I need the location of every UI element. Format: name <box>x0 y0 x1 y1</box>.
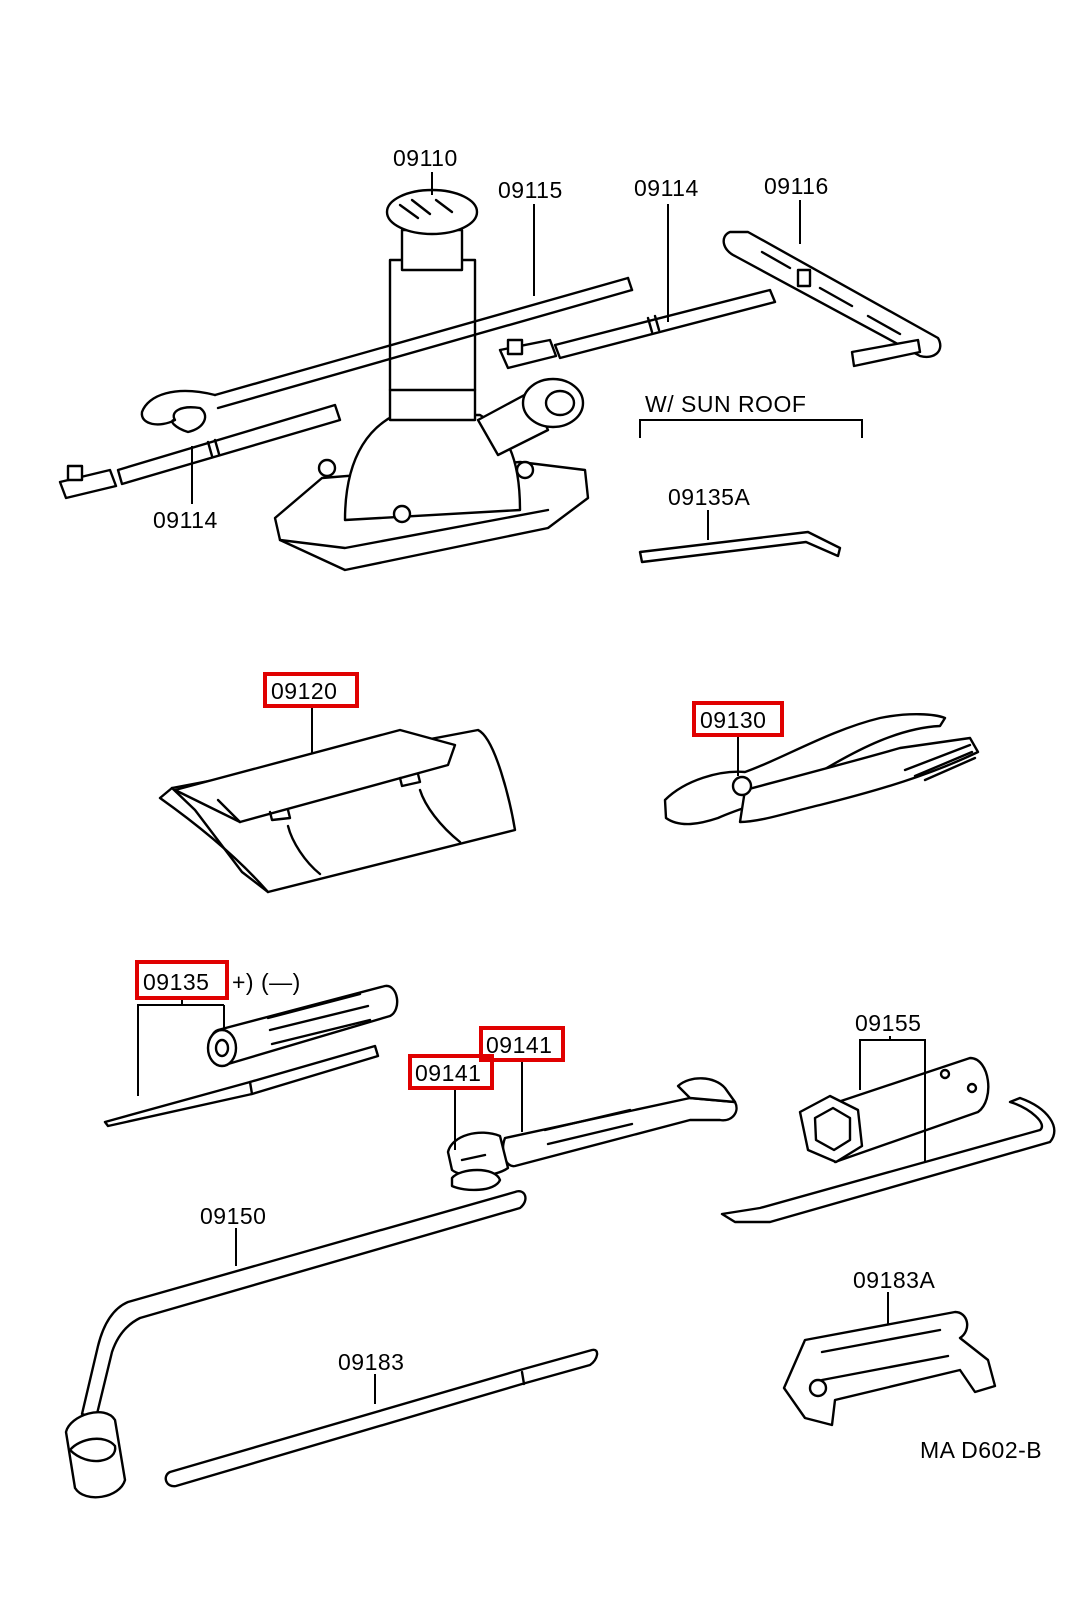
label-extension-bar-lower: 09114 <box>153 507 218 533</box>
label-tool-bag[interactable]: 09120 <box>271 678 337 704</box>
highlight-box-pliers <box>692 701 784 737</box>
label-wrench-lower[interactable]: 09141 <box>415 1060 481 1086</box>
label-plug-wrench: 09155 <box>855 1010 921 1036</box>
hub-tool-drawing[interactable] <box>782 1310 997 1427</box>
sunroof-bracket <box>639 419 863 438</box>
extension-bar-lower-drawing[interactable] <box>58 403 342 500</box>
wheel-nut-wrench-drawing[interactable] <box>64 1190 527 1499</box>
jack-drawing[interactable] <box>273 188 590 572</box>
label-wrench-upper[interactable]: 09141 <box>486 1032 552 1058</box>
label-variant: W/ SUN ROOF <box>645 391 806 417</box>
sunroof-tool-drawing[interactable] <box>638 530 842 564</box>
tire-lever-drawing[interactable] <box>164 1348 599 1488</box>
highlight-box-tool-bag <box>263 672 359 708</box>
highlight-box-wrench-upper <box>479 1026 565 1062</box>
label-extension-bar-upper: 09114 <box>634 175 699 201</box>
plug-wrench-drawing[interactable] <box>720 1056 1056 1224</box>
diagram-code: MA D602-B <box>920 1437 1042 1463</box>
wrench-drawing[interactable] <box>446 1077 738 1192</box>
jack-handle-drawing[interactable] <box>722 230 942 368</box>
jack-handle-rod-drawing[interactable] <box>140 276 634 434</box>
tool-bag-drawing[interactable] <box>158 728 517 894</box>
label-jack-handle-rod: 09115 <box>498 177 563 203</box>
leader-lines <box>137 172 926 1404</box>
extension-bar-upper-drawing[interactable] <box>498 288 777 370</box>
label-screwdriver[interactable]: 09135 <box>143 969 209 995</box>
label-screwdriver-suffix: +) (—) <box>232 969 301 995</box>
label-hub-tool: 09183A <box>853 1267 935 1293</box>
label-wheel-nut-wrench: 09150 <box>200 1203 266 1229</box>
label-tire-lever: 09183 <box>338 1349 404 1375</box>
highlight-box-wrench-lower <box>408 1054 494 1090</box>
label-sunroof-tool: 09135A <box>668 484 750 510</box>
highlight-box-screwdriver <box>135 960 229 1000</box>
label-pliers[interactable]: 09130 <box>700 707 766 733</box>
label-jack-handle: 09116 <box>764 173 829 199</box>
screwdriver-drawing[interactable] <box>103 984 399 1128</box>
pliers-drawing[interactable] <box>663 713 980 826</box>
label-jack: 09110 <box>393 145 458 171</box>
